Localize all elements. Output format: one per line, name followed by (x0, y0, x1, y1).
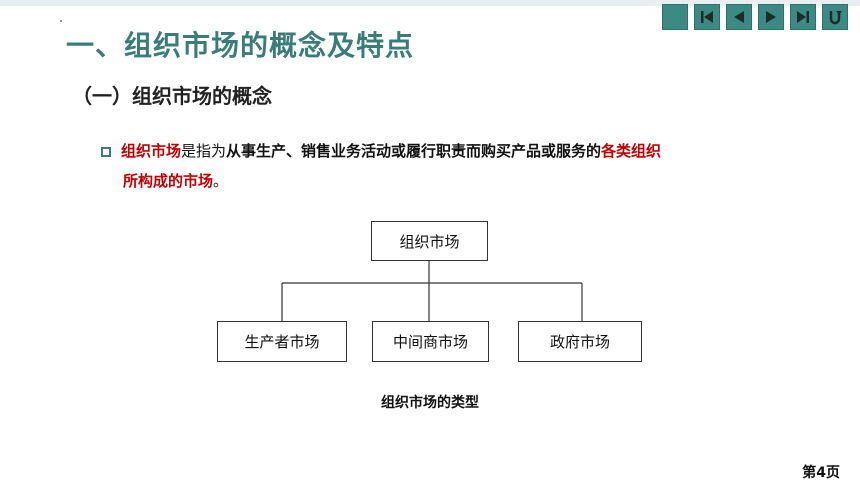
return-icon (829, 11, 842, 25)
chart-caption: 组织市场的类型 (381, 395, 479, 411)
last-page-icon (797, 11, 809, 23)
slide-title: 一、组织市场的概念及特点 (66, 29, 415, 62)
stop-button[interactable] (662, 4, 688, 30)
previous-icon (734, 11, 744, 23)
corner-mark (60, 20, 62, 22)
definition-bullet: 组织市场是指为从事生产、销售业务活动或履行职责而购买产品或服务的各类组织 所构成… (101, 136, 781, 196)
chart-child-box-producer: 生产者市场 (217, 321, 347, 362)
next-button[interactable] (758, 4, 784, 30)
chart-root-box: 组织市场 (371, 221, 488, 261)
next-icon (766, 11, 776, 23)
last-page-button[interactable] (790, 4, 816, 30)
organization-highlight: 各类组织 (601, 142, 662, 160)
previous-button[interactable] (726, 4, 752, 30)
definition-text-3: 所构成的市场 (123, 172, 214, 190)
square-bullet-icon (101, 147, 111, 157)
definition-text-2: 从事生产、销售业务活动或履行职责而购买产品或服务的 (226, 142, 602, 160)
term-highlight: 组织市场 (121, 142, 182, 160)
first-page-icon (701, 11, 713, 23)
first-page-button[interactable] (694, 4, 720, 30)
chart-child-box-government: 政府市场 (518, 321, 642, 362)
top-stripe (0, 0, 860, 6)
page-number: 第4页 (802, 465, 840, 481)
definition-text-1: 是指为 (181, 142, 227, 160)
chart-child-box-intermediary: 中间商市场 (372, 321, 489, 362)
section-subtitle: （一）组织市场的概念 (72, 84, 272, 108)
slide-navigation (662, 4, 848, 30)
return-button[interactable] (822, 4, 848, 30)
definition-period: 。 (213, 172, 229, 190)
